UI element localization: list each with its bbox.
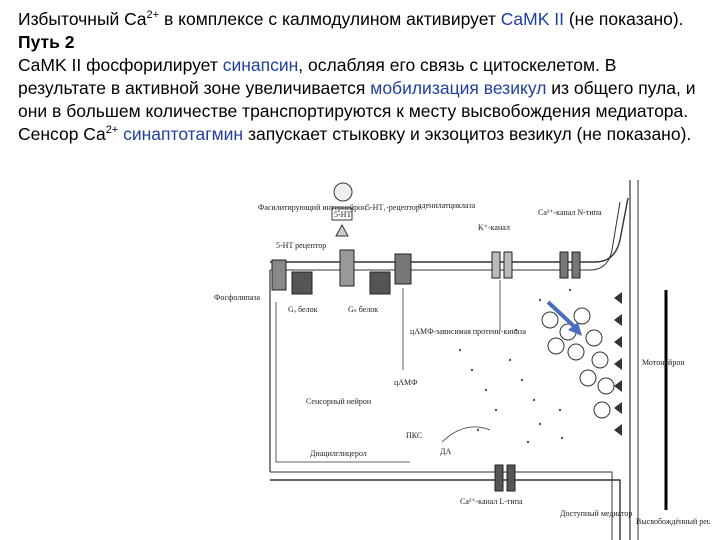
label-ca-channel-n: Ca²⁺-канал N-типа: [538, 208, 602, 217]
interneuron-terminal: [333, 182, 353, 202]
synapse-diagram: 5-HT Фасилитирующий интернейрон 5-HT₁-ре…: [214, 180, 710, 540]
vesicle: [591, 351, 609, 369]
label-k-channel: K⁺-канал: [478, 223, 510, 232]
p1-text-a: Избыточный Ca: [18, 9, 147, 29]
label-facilitating: Фасилитирующий интернейрон: [258, 203, 367, 212]
link-vesicle-mobilization[interactable]: мобилизация везикул: [370, 78, 547, 98]
paragraph-1: Избыточный Ca2+ в комплексе с калмодулин…: [18, 8, 708, 31]
vesicle: [547, 337, 565, 355]
link-synapsin[interactable]: синапсин: [222, 55, 299, 75]
ca-channel-n-a: [559, 251, 569, 279]
vesicle: [541, 311, 559, 329]
vesicle: [593, 401, 611, 419]
label-camp: цАМФ: [394, 378, 417, 387]
ht5-receptor-protein: [271, 259, 287, 291]
label-gs-protein: Gₛ белок: [348, 305, 378, 314]
ht5-box-label: 5-HT: [334, 210, 351, 219]
vesicle: [597, 377, 615, 395]
section-heading: Путь 2: [18, 32, 75, 52]
membrane-bottom-inner: [270, 471, 613, 540]
k-channel-a: [491, 251, 501, 279]
ht5-receptor-top-protein: [339, 249, 355, 287]
p1-text-b: в комплексе с калмодулином активирует: [159, 9, 501, 29]
label-go-protein: Gₒ белок: [288, 305, 318, 314]
membrane-bottom: [270, 479, 621, 540]
vesicle: [573, 307, 591, 325]
label-camp-kinase: цАМФ-зависимая протеин-киназа: [410, 327, 527, 336]
mobilization-arrow: [546, 300, 580, 332]
p2-text-1: CaMK II фосфорилирует: [18, 55, 223, 75]
label-da: ДА: [440, 447, 451, 456]
label-released: Доступный медиатор: [560, 509, 632, 518]
ht5-box: [331, 207, 353, 221]
membrane-top: [270, 197, 629, 263]
postsynaptic-receptors: [614, 292, 622, 436]
vesicle: [585, 329, 603, 347]
link-camk[interactable]: CaMK II: [500, 9, 564, 29]
label-motor: Мотонейрон: [642, 358, 685, 367]
ca-channel-l-b: [506, 464, 516, 492]
ht5-release-triangle: [335, 223, 349, 237]
p2-text-5: запускает стыковку и экзоцитоз везикул (…: [243, 124, 692, 144]
text-block: Избыточный Ca2+ в комплексе с калмодулин…: [18, 8, 708, 146]
pathway-pkc: [441, 426, 491, 443]
label-ca-channel-l: Ca²⁺-канал L-типа: [460, 497, 523, 506]
vesicle: [567, 343, 585, 361]
ca-channel-l-a: [494, 464, 504, 492]
paragraph-2: CaMK II фосфорилирует синапсин, ослабляя…: [18, 54, 708, 146]
transmitter-dots: [458, 288, 572, 444]
k-channel-b: [503, 251, 513, 279]
pathway-phospholipase: [275, 302, 410, 463]
vesicle: [579, 369, 597, 387]
p2-text-3: из общего пула, и они в большем количест…: [18, 78, 696, 144]
ca-channel-n-b: [571, 251, 581, 279]
mobilization-arrowhead: [568, 322, 582, 336]
label-adenylate: аденилатциклаза: [418, 201, 476, 210]
adenylate-cyclase-protein: [394, 253, 412, 285]
p2-text-2: , ослабляя его связь с цитоскелетом. В р…: [18, 55, 617, 98]
link-synaptotagmin[interactable]: синаптотагмин: [123, 124, 244, 144]
label-ht5-receptor-left: 5-HT рецептор: [276, 241, 326, 250]
label-ht5-receptor-top: 5-HT₁-рецептор: [366, 203, 420, 212]
go-protein-block: [291, 271, 313, 295]
gs-protein-block: [369, 271, 391, 295]
p1-sup: 2+: [146, 9, 160, 22]
label-dag: Диацилглицерол: [310, 449, 367, 458]
label-pkc: ПКС: [406, 431, 422, 440]
membrane-top-inner: [270, 201, 621, 271]
label-released-receptor: Высвобождённый рецептор: [636, 517, 710, 526]
p2-sup: 2+: [105, 124, 119, 137]
label-sensory: Сенсорный нейрон: [306, 397, 372, 406]
label-phospholipase: Фосфолипаза: [214, 293, 261, 302]
p1-text-c: (не показано).: [563, 9, 684, 29]
